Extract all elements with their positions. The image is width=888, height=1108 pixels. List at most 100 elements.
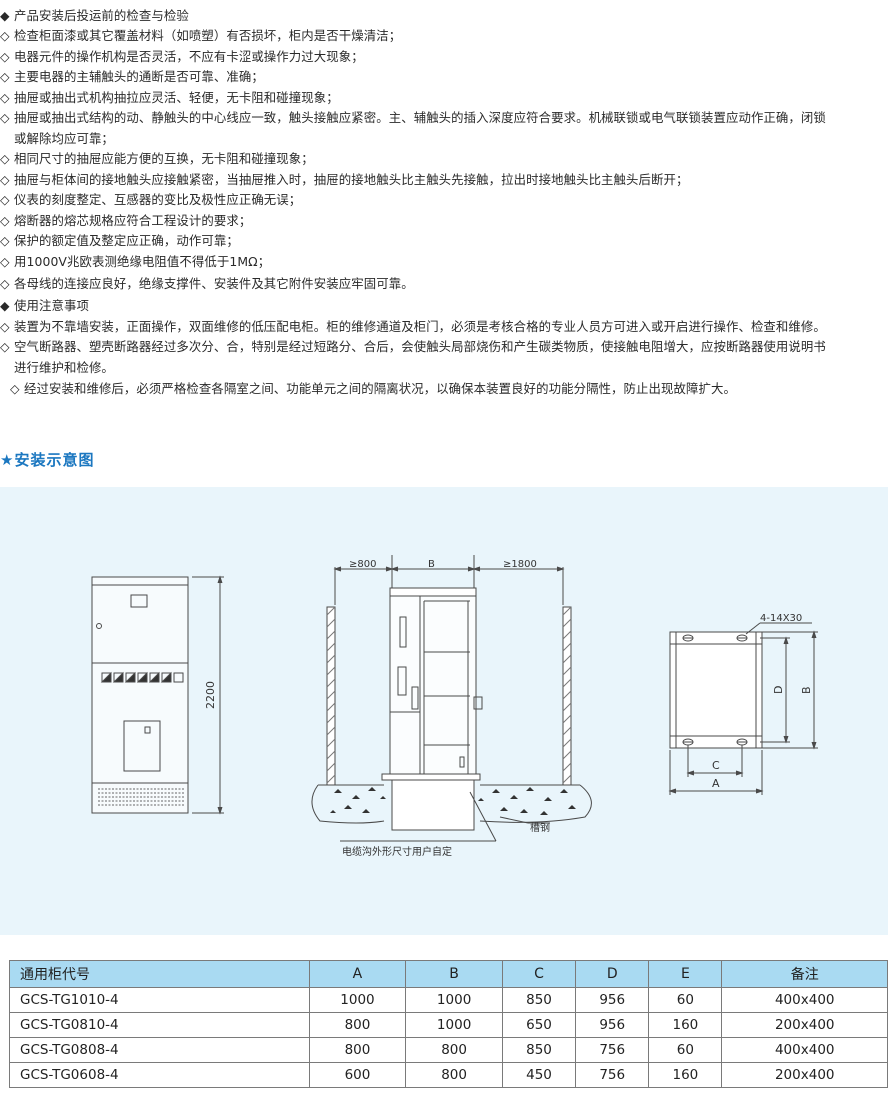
drawer-indicators [100,671,184,683]
line-text: 主要电器的主辅触头的通断是否可靠、准确； [14,69,264,84]
line-text: 使用注意事项 [14,298,89,313]
table-cell: 956 [575,987,650,1013]
text-line: ◇用1000V兆欧表测绝缘电阻值不得低于1MΩ； [0,252,270,272]
text-line: 进行维护和检修。 [14,358,114,378]
table-cell: 160 [648,1062,723,1088]
right-clearance-label: ≥1800 [503,559,537,570]
text-line: ◇ 熔断器的熔芯规格应符合工程设计的要求； [0,211,251,231]
dim-C-label: C [712,759,720,772]
height-label: 2200 [204,681,217,709]
text-line: ◇ 电器元件的操作机构是否灵活，不应有卡涩或操作力过大现象； [0,47,364,67]
installation-diagram: 2200 [0,487,888,935]
column-header: 通用柜代号 [9,960,310,988]
table-cell: 400x400 [721,1037,888,1063]
bullet-mark: ◇ [0,192,10,207]
bullet-mark: ◇ [0,151,10,166]
side-view [311,555,592,842]
text-line: ◇ 抽屉或抽出式机构抽拉应灵活、轻便，无卡阻和碰撞现象； [0,88,339,108]
line-text: 进行维护和检修。 [14,360,114,375]
line-text: 空气断路器、塑壳断路器经过多次分、合，特别是经过短路分、合后，会使触头局部烧伤和… [14,339,826,354]
table-cell: 450 [501,1062,577,1088]
base-plan-view [668,622,818,795]
front-view [91,575,224,815]
line-text: 装置为不靠墙安装，正面操作，双面维修的低压配电柜。柜的维修通道及柜门，必须是考核… [14,319,826,334]
text-line: ◇ 经过安装和维修后，必须严格检查各隔室之间、功能单元之间的隔离状况，以确保本装置… [10,379,736,399]
table-cell: 200x400 [721,1012,888,1038]
left-clearance-label: ≥800 [349,559,376,570]
text-line: ◇抽屉与柜体间的接地触头应接触紧密，当抽屉推入时，抽屉的接地触头比主触头先接触，… [0,170,689,190]
line-text: 电器元件的操作机构是否灵活，不应有卡涩或操作力过大现象； [14,49,364,64]
table-cell: 160 [648,1012,723,1038]
channel-steel-label: 槽钢 [530,821,550,834]
bolt-label: 4-14X30 [760,613,802,624]
table-cell: 400x400 [721,987,888,1013]
bullet-mark: ◇ [0,339,10,354]
bullet-mark: ◇ [0,110,10,125]
text-line: ◆ 使用注意事项 [0,296,89,316]
column-header: E [648,960,723,988]
table-cell: GCS-TG1010-4 [9,987,310,1013]
depth-label: B [428,559,435,570]
text-line: ◇ 相同尺寸的抽屉应能方便的互换，无卡阻和碰撞现象； [0,149,314,169]
text-line: ◇检查柜面漆或其它覆盖材料（如喷塑）有否损坏，柜内是否干燥清洁； [0,26,401,46]
table-cell: 800 [308,1037,407,1063]
bullet-mark: ◇ [10,381,20,396]
dim-A-label: A [712,777,720,790]
bullet-mark: ◇ [0,28,10,43]
text-line: ◆产品安装后投运前的检查与检验 [0,6,189,26]
table-cell: GCS-TG0608-4 [9,1062,310,1088]
table-cell: 200x400 [721,1062,888,1088]
line-text: 各母线的连接应良好，绝缘支撑件、安装件及其它附件安装应牢固可靠。 [14,276,414,291]
table-cell: 800 [405,1062,503,1088]
section-title: ★安装示意图 [0,451,95,469]
bullet-mark: ◆ [0,298,10,313]
table-cell: 850 [501,987,577,1013]
text-line: ◇ 仪表的刻度整定、互感器的变比及极性应正确无误； [0,190,301,210]
line-text: 相同尺寸的抽屉应能方便的互换，无卡阻和碰撞现象； [14,151,314,166]
bullet-mark: ◇ [0,233,10,248]
text-line: ◇ 主要电器的主辅触头的通断是否可靠、准确； [0,67,264,87]
text-line: 或解除均应可靠； [14,129,114,149]
line-text: 仪表的刻度整定、互感器的变比及极性应正确无误； [14,192,302,207]
column-header: B [405,960,503,988]
table-cell: 800 [405,1037,503,1063]
line-text: 或解除均应可靠； [14,131,114,146]
column-header: 备注 [721,960,888,988]
table-cell: 756 [575,1037,650,1063]
dim-D-label: D [772,686,785,694]
column-header: C [501,960,577,988]
line-text: 产品安装后投运前的检查与检验 [14,8,189,23]
bullet-mark: ◇ [0,213,10,228]
bullet-mark: ◇ [0,90,10,105]
table-cell: GCS-TG0808-4 [9,1037,310,1063]
text-line: ◇ 各母线的连接应良好，绝缘支撑件、安装件及其它附件安装应牢固可靠。 [0,274,414,294]
line-text: 熔断器的熔芯规格应符合工程设计的要求； [14,213,252,228]
table-cell: 756 [575,1062,650,1088]
bullet-mark: ◇ [0,69,10,84]
table-cell: 600 [308,1062,407,1088]
line-text: 抽屉与柜体间的接地触头应接触紧密，当抽屉推入时，抽屉的接地触头比主触头先接触，拉… [14,172,689,187]
bullet-mark: ◇ [0,319,10,334]
column-header: D [575,960,650,988]
diagram-svg: 2200 [91,555,818,858]
table-cell: 60 [648,987,723,1013]
table-cell: 800 [308,1012,407,1038]
trench-note: 电缆沟外形尺寸用户自定 [342,845,452,858]
bullet-mark: ◇ [0,254,10,269]
table-cell: 650 [501,1012,577,1038]
table-cell: 1000 [308,987,407,1013]
line-text: 抽屉或抽出式机构抽拉应灵活、轻便，无卡阻和碰撞现象； [14,90,339,105]
bullet-mark: ◇ [0,276,10,291]
text-line: ◇抽屉或抽出式结构的动、静触头的中心线应一致，触头接触应紧密。主、辅触头的插入深… [0,108,826,128]
column-header: A [308,960,407,988]
bullet-mark: ◇ [0,49,10,64]
line-text: 保护的额定值及整定应正确，动作可靠； [14,233,239,248]
text-line: ◇ 空气断路器、塑壳断路器经过多次分、合，特别是经过短路分、合后，会使触头局部烧伤… [0,337,826,357]
line-text: 经过安装和维修后，必须严格检查各隔室之间、功能单元之间的隔离状况，以确保本装置良… [24,381,736,396]
table-cell: 956 [575,1012,650,1038]
